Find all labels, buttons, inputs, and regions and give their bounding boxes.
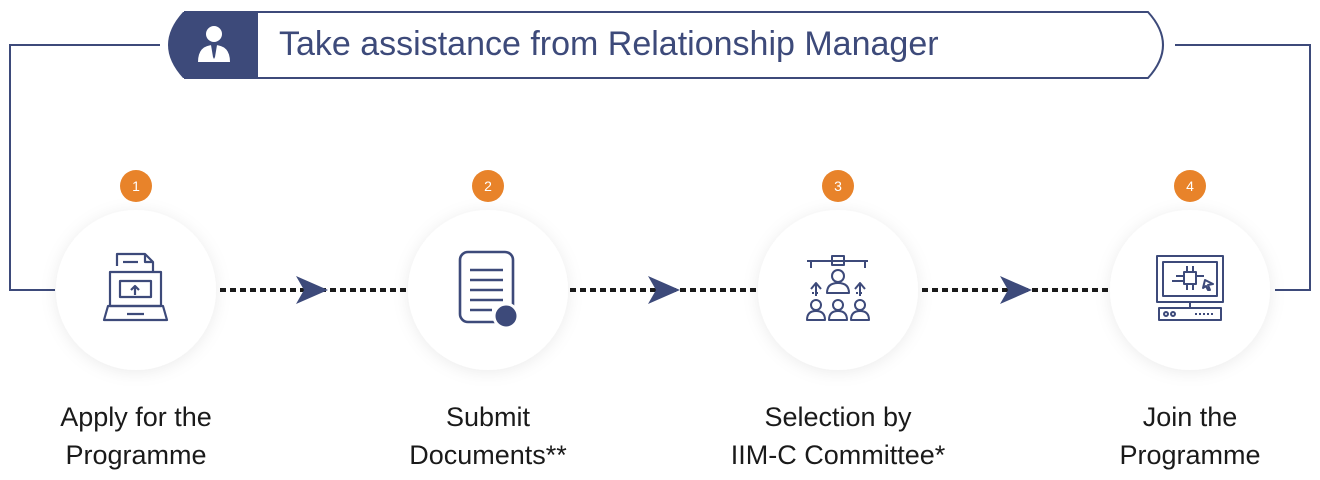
step-label-line: Documents** [409, 440, 567, 470]
arrow-right-icon [648, 276, 680, 304]
step-circle [1110, 210, 1270, 370]
step-label-line: IIM-C Committee* [730, 440, 946, 470]
step-number-badge [1174, 170, 1206, 202]
step-number: 3 [834, 178, 842, 194]
step-label-line: Programme [1119, 440, 1261, 470]
connector-3-4 [922, 276, 1110, 304]
committee-selection-icon [806, 255, 870, 321]
banner-title: Take assistance from Relationship Manage… [279, 25, 939, 63]
step-1-label: Apply for the Programme [6, 398, 266, 474]
step-number-badge [120, 170, 152, 202]
step-2-label: Submit Documents** [358, 398, 618, 474]
step-3: 3 [758, 170, 918, 370]
step-2: 2 [408, 170, 568, 370]
step-1: 1 [56, 170, 216, 370]
document-icon [458, 250, 520, 330]
step-4: 4 [1110, 170, 1270, 370]
connector-1-2 [220, 276, 408, 304]
step-label-line: Join the [1142, 402, 1238, 432]
connector-2-3 [570, 276, 758, 304]
step-number-badge [822, 170, 854, 202]
step-4-label: Join the Programme [1060, 398, 1320, 474]
relationship-manager-banner: Take assistance from Relationship Manage… [168, 11, 1164, 79]
arrow-right-icon [296, 276, 328, 304]
step-3-label: Selection by IIM-C Committee* [708, 398, 968, 474]
step-label-line: Selection by [764, 402, 912, 432]
laptop-upload-icon [102, 252, 169, 322]
step-connectors [220, 276, 1110, 304]
step-label-line: Apply for the [60, 402, 212, 432]
step-number: 2 [484, 178, 492, 194]
step-number: 4 [1186, 178, 1194, 194]
step-number: 1 [132, 178, 140, 194]
step-label-line: Submit [445, 402, 531, 432]
banner-outline [184, 11, 1164, 79]
step-circle [758, 210, 918, 370]
screen-computer-icon [1156, 255, 1224, 321]
step-label-line: Programme [65, 440, 207, 470]
feedback-loop-line [9, 44, 1311, 291]
step-number-badge [472, 170, 504, 202]
arrow-right-icon [1000, 276, 1032, 304]
user-icon [198, 26, 230, 62]
